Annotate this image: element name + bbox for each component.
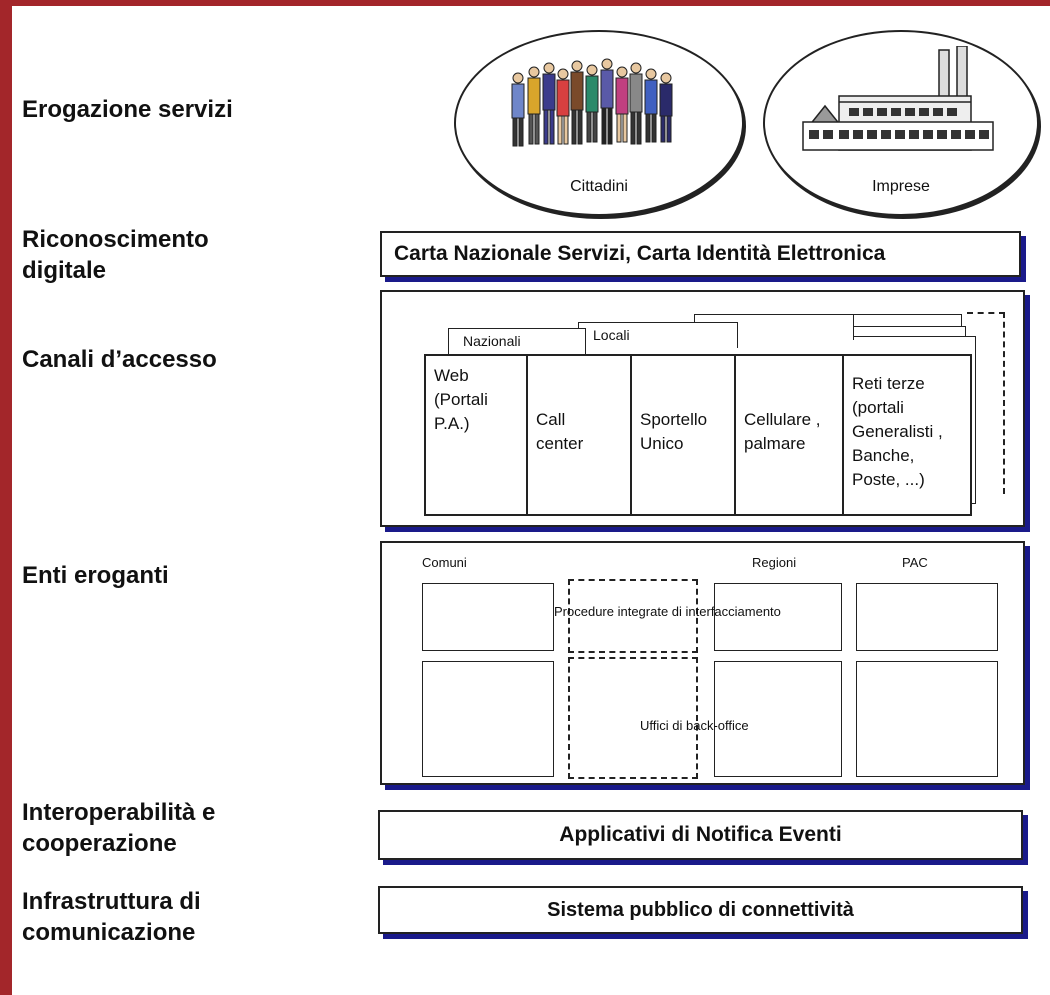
cell-pac-top — [856, 583, 998, 651]
channel-sportello: Sportello Unico — [632, 356, 736, 514]
infrastructure-banner: Sistema pubblico di connettività — [378, 886, 1023, 934]
cell-regioni-top — [714, 583, 842, 651]
digital-id-text: Carta Nazionale Servizi, Carta Identità … — [394, 242, 886, 265]
entities-panel: Comuni Regioni PAC Procedure integrate d… — [380, 541, 1025, 785]
back-office-box — [568, 657, 698, 779]
cell-pac-bottom — [856, 661, 998, 777]
interop-banner: Applicativi di Notifica Eventi — [378, 810, 1023, 860]
people-group-icon — [511, 58, 673, 147]
integrated-procedures-box — [568, 579, 698, 653]
row-label-interoperability: Interoperabilità e cooperazione — [22, 799, 216, 857]
cell-regioni-bottom — [714, 661, 842, 777]
back-office-label: Uffici di back-office — [640, 718, 749, 733]
channel-third-party: Reti terze (portali Generalisti , Banche… — [852, 374, 943, 489]
access-channels-panel: ASL Locali Nazionali Web (Portali P.A.) … — [380, 290, 1025, 527]
citizens-oval: Cittadini — [454, 30, 744, 216]
factory-icon — [802, 46, 994, 151]
digital-id-banner: Carta Nazionale Servizi, Carta Identità … — [380, 231, 1021, 277]
businesses-label: Imprese — [872, 178, 930, 195]
row-label-service-delivery: Erogazione servizi — [22, 96, 233, 123]
cell-comuni-top — [422, 583, 554, 651]
frame-border-left — [0, 0, 12, 995]
row-label-digital-recognition: Riconoscimento digitale — [22, 226, 209, 284]
tab-nazionali: Nazionali — [448, 328, 586, 354]
channel-web: Web (Portali P.A.) — [426, 356, 528, 514]
column-regioni: Regioni — [752, 555, 797, 570]
more-stacks-indicator — [967, 312, 1005, 494]
channel-mobile: Cellulare , palmare — [736, 356, 844, 514]
infrastructure-text: Sistema pubblico di connettività — [547, 898, 854, 921]
row-label-access-channels: Canali d’accesso — [22, 346, 217, 373]
cell-comuni-bottom — [422, 661, 554, 777]
citizens-label: Cittadini — [570, 178, 628, 195]
businesses-oval: Imprese — [763, 30, 1039, 216]
tab-locali: Locali — [578, 322, 738, 348]
row-label-providing-entities: Enti eroganti — [22, 562, 169, 589]
row-label-infrastructure: Infrastruttura di comunicazione — [22, 888, 201, 946]
channels-card: Web (Portali P.A.) Call center Sportello… — [424, 354, 972, 516]
column-pac: PAC — [902, 555, 928, 570]
integrated-procedures-label: Procedure integrate di interfacciamento — [554, 604, 781, 619]
channel-call-center: Call center — [528, 356, 632, 514]
frame-border-top — [0, 0, 1050, 6]
column-comuni: Comuni — [422, 555, 467, 570]
interop-text: Applicativi di Notifica Eventi — [559, 823, 842, 846]
